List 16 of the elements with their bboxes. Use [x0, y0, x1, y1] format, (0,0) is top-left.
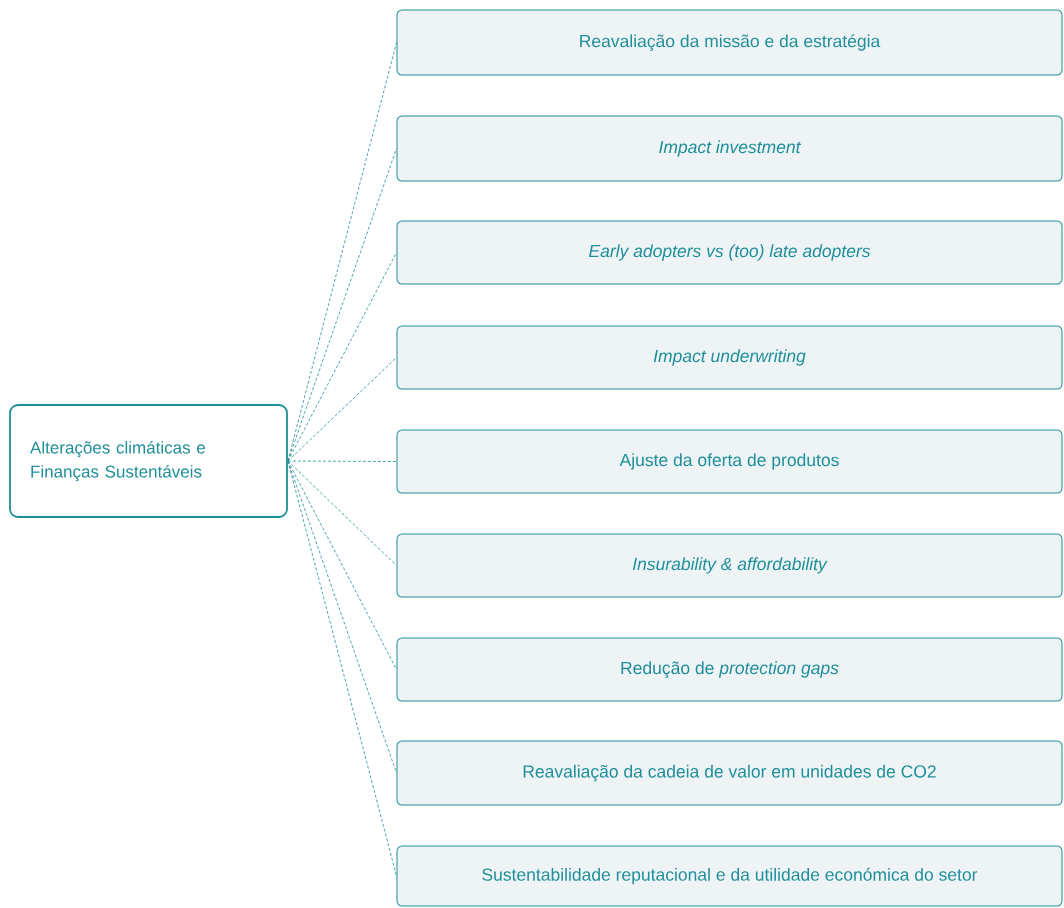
connector-line	[287, 460, 397, 462]
topic-branch-box: Reavaliação da cadeia de valor em unidades de CO2	[396, 740, 1063, 806]
connector-line	[287, 252, 397, 462]
topic-branch-box: Sustentabilidade reputacional e da utilidade económica do setor	[396, 845, 1063, 907]
topic-branch-box: Redução de protection gaps	[396, 637, 1063, 702]
topic-branch-box: Insurability & affordability	[396, 533, 1063, 598]
topic-branch-box: Early adopters vs (too) late adopters	[396, 220, 1063, 285]
connector-line	[287, 460, 397, 566]
topic-box: Alterações climáticas e Finanças Sustentáveis	[9, 404, 288, 518]
topic-branch-box: Ajuste da oferta de produtos	[396, 429, 1063, 494]
connector-line	[287, 460, 397, 877]
topic-branch-box: Reavaliação da missão e da estratégia	[396, 9, 1063, 76]
connector-line	[287, 460, 397, 670]
topic-branch-box: Impact investment	[396, 115, 1063, 182]
topic-branch-box: Impact underwriting	[396, 325, 1063, 390]
connector-line	[287, 357, 397, 462]
